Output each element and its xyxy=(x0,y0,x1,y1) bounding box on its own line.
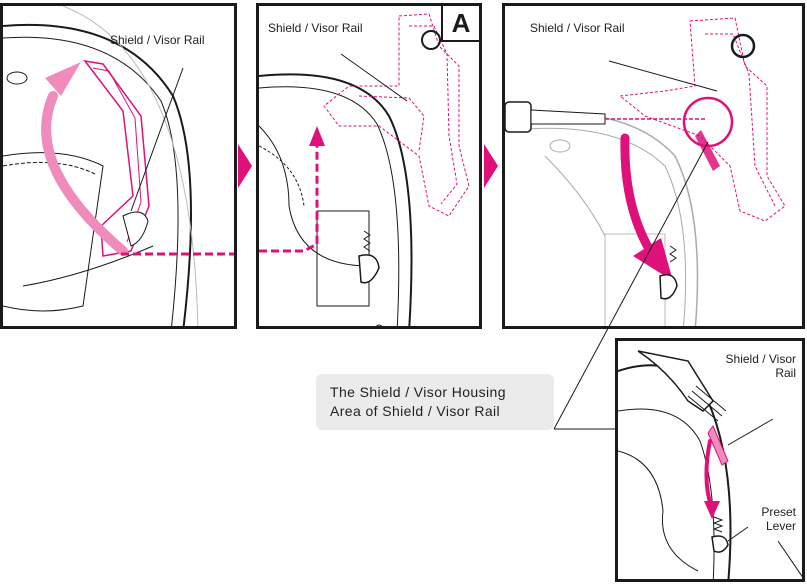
rail-label: Shield / Visor Rail xyxy=(110,33,205,47)
helmet-side-illustration xyxy=(3,6,234,326)
step-2-panel: Shield / Visor Rail A xyxy=(256,3,482,329)
step-marker: A xyxy=(441,6,479,42)
next-step-arrow xyxy=(484,144,498,188)
housing-area-callout: The Shield / Visor Housing Area of Shiel… xyxy=(316,374,554,430)
step-1-panel: Shield / Visor Rail xyxy=(0,3,237,329)
helmet-install-illustration xyxy=(505,17,786,326)
rail-label-line-1: Shield / Visor xyxy=(725,352,796,366)
detail-panel: Shield / Visor Rail Preset Lever xyxy=(615,338,805,582)
lever-label-line-1: Preset xyxy=(761,505,796,519)
helmet-rail-illustration xyxy=(259,13,470,326)
rail-label: Shield / Visor Rail xyxy=(726,352,796,380)
next-step-arrow xyxy=(238,144,252,188)
rail-label: Shield / Visor Rail xyxy=(268,21,363,35)
callout-line-2: Area of Shield / Visor Rail xyxy=(330,403,501,419)
preset-lever-label: Preset Lever xyxy=(761,505,796,533)
lever-label-line-2: Lever xyxy=(765,519,796,533)
rail-label: Shield / Visor Rail xyxy=(530,21,625,35)
rail-label-line-2: Rail xyxy=(775,366,796,380)
step-3-panel: Shield / Visor Rail xyxy=(502,3,805,329)
callout-line-1: The Shield / Visor Housing xyxy=(330,384,506,400)
